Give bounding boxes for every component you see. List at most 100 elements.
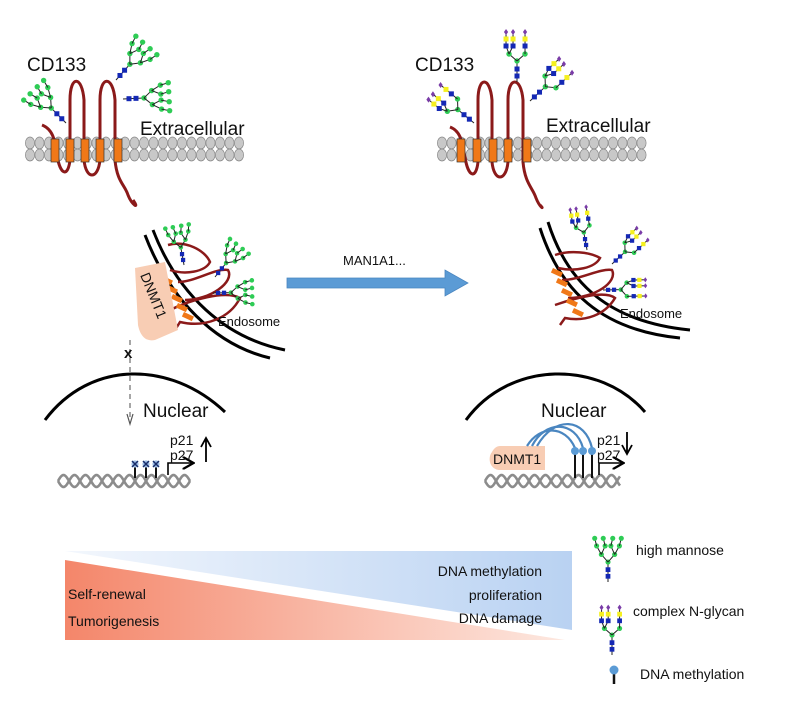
mannose-circle <box>166 98 172 105</box>
glcnac-square <box>466 116 472 122</box>
lipid-head <box>186 148 197 162</box>
mannose-circle <box>34 95 40 101</box>
right-extracellular-label: Extracellular <box>546 116 651 137</box>
lipid-head <box>598 136 609 150</box>
transmembrane-segment <box>456 138 466 163</box>
glcnac-square <box>605 567 611 573</box>
sialic-acid-diamond <box>438 81 443 88</box>
glcnac-square <box>441 100 447 106</box>
lipid-head <box>437 136 447 150</box>
glcnac-square <box>522 43 528 49</box>
mannose-circle <box>27 91 33 97</box>
left-dna-helix <box>56 473 192 489</box>
mannose-circle <box>249 278 255 283</box>
left-block-mark: x <box>124 345 133 362</box>
glcnac-square <box>221 290 227 295</box>
glcnac-square <box>537 89 543 95</box>
glcnac-square <box>461 112 467 118</box>
lipid-head <box>446 136 457 150</box>
galactose-square <box>510 36 516 42</box>
sialic-acid-diamond <box>645 237 650 243</box>
sialic-acid-diamond <box>643 277 648 283</box>
mannose-circle <box>154 51 160 58</box>
man1a1-transition-arrow <box>286 269 469 297</box>
mannose-circle <box>610 535 616 541</box>
mannose-circle <box>34 84 40 90</box>
lipid-head <box>541 148 552 162</box>
left-cd133-protein <box>41 79 138 207</box>
sialic-acid-diamond <box>643 283 648 289</box>
lipid-head <box>579 148 590 162</box>
right-dna-helix <box>483 473 622 489</box>
glcnac-square <box>215 290 221 296</box>
mannose-circle <box>157 82 164 88</box>
mannose-circle <box>165 89 172 95</box>
glcnac-square <box>122 67 128 73</box>
lipid-head <box>25 148 35 162</box>
galactose-square <box>569 213 574 218</box>
mannose-circle <box>139 39 146 45</box>
glcnac-square <box>582 237 588 242</box>
transmembrane-segment <box>65 138 75 163</box>
transmembrane-segment <box>113 138 123 163</box>
glcnac-square <box>448 91 454 97</box>
mannose-circle <box>21 97 27 103</box>
galactose-square <box>551 61 557 67</box>
man1a1-label: MAN1A1... <box>343 253 406 268</box>
galactose-square <box>522 36 528 42</box>
mannose-circle <box>133 33 139 39</box>
galactose-square <box>637 293 642 299</box>
lipid-head <box>627 148 637 162</box>
mannose-circle <box>178 223 184 229</box>
lipid-head <box>215 148 225 162</box>
left-gradient-item-1: Tumorigenesis <box>68 613 159 629</box>
right-endosome-label: Endosome <box>620 306 682 321</box>
lipid-head <box>608 136 618 150</box>
sialic-acid-diamond <box>561 60 566 67</box>
galactose-square <box>617 611 622 617</box>
dna-strand <box>483 473 622 489</box>
block-x-icon <box>152 460 160 468</box>
sialic-acid-diamond <box>599 604 604 611</box>
glcnac-square <box>126 96 132 102</box>
glcnac-square <box>583 242 589 248</box>
lipid-head <box>196 148 206 162</box>
mannose-circle <box>163 226 168 231</box>
lipid-head <box>627 136 637 150</box>
galactose-square <box>585 210 590 215</box>
legend-complex-n-glycan-icon <box>599 604 623 656</box>
galactose-square <box>630 230 635 235</box>
lipid-head <box>532 148 542 162</box>
right-endosome-cd133 <box>554 250 617 326</box>
glcnac-square <box>510 43 516 49</box>
glcnac-square <box>609 646 615 652</box>
mannose-circle <box>592 535 598 541</box>
lipid-head <box>551 148 561 162</box>
glcnac-square <box>576 218 581 223</box>
left-gradient-item-0: Self-renewal <box>68 586 146 602</box>
mannose-circle <box>40 77 47 84</box>
mannose-circle <box>249 285 255 291</box>
mannose-circle <box>170 224 176 230</box>
transmembrane-segment <box>175 303 188 313</box>
left-endosome-membrane <box>143 229 286 360</box>
methylation-mark <box>588 447 596 455</box>
legend-label-dna-methylation: DNA methylation <box>640 666 744 682</box>
lipid-head <box>129 136 140 150</box>
right-nuclear-label: Nuclear <box>541 401 607 422</box>
left-cd133-label: CD133 <box>27 55 86 76</box>
right-transcription-arrow <box>598 463 622 475</box>
legend-dna-methylation-icon <box>609 665 619 684</box>
lipid-head <box>617 148 628 162</box>
right-cd133-protein <box>449 80 544 210</box>
galactose-square <box>634 234 639 239</box>
right-endosome-glycans <box>568 204 650 299</box>
block-x-icon <box>142 460 150 468</box>
lipid-head <box>513 148 523 162</box>
mannose-circle <box>444 108 451 115</box>
galactose-square <box>443 86 449 92</box>
left-up-regulation-arrow <box>200 436 212 462</box>
galactose-square <box>435 96 441 102</box>
lipid-head <box>589 136 599 150</box>
lipid-head <box>541 136 552 150</box>
